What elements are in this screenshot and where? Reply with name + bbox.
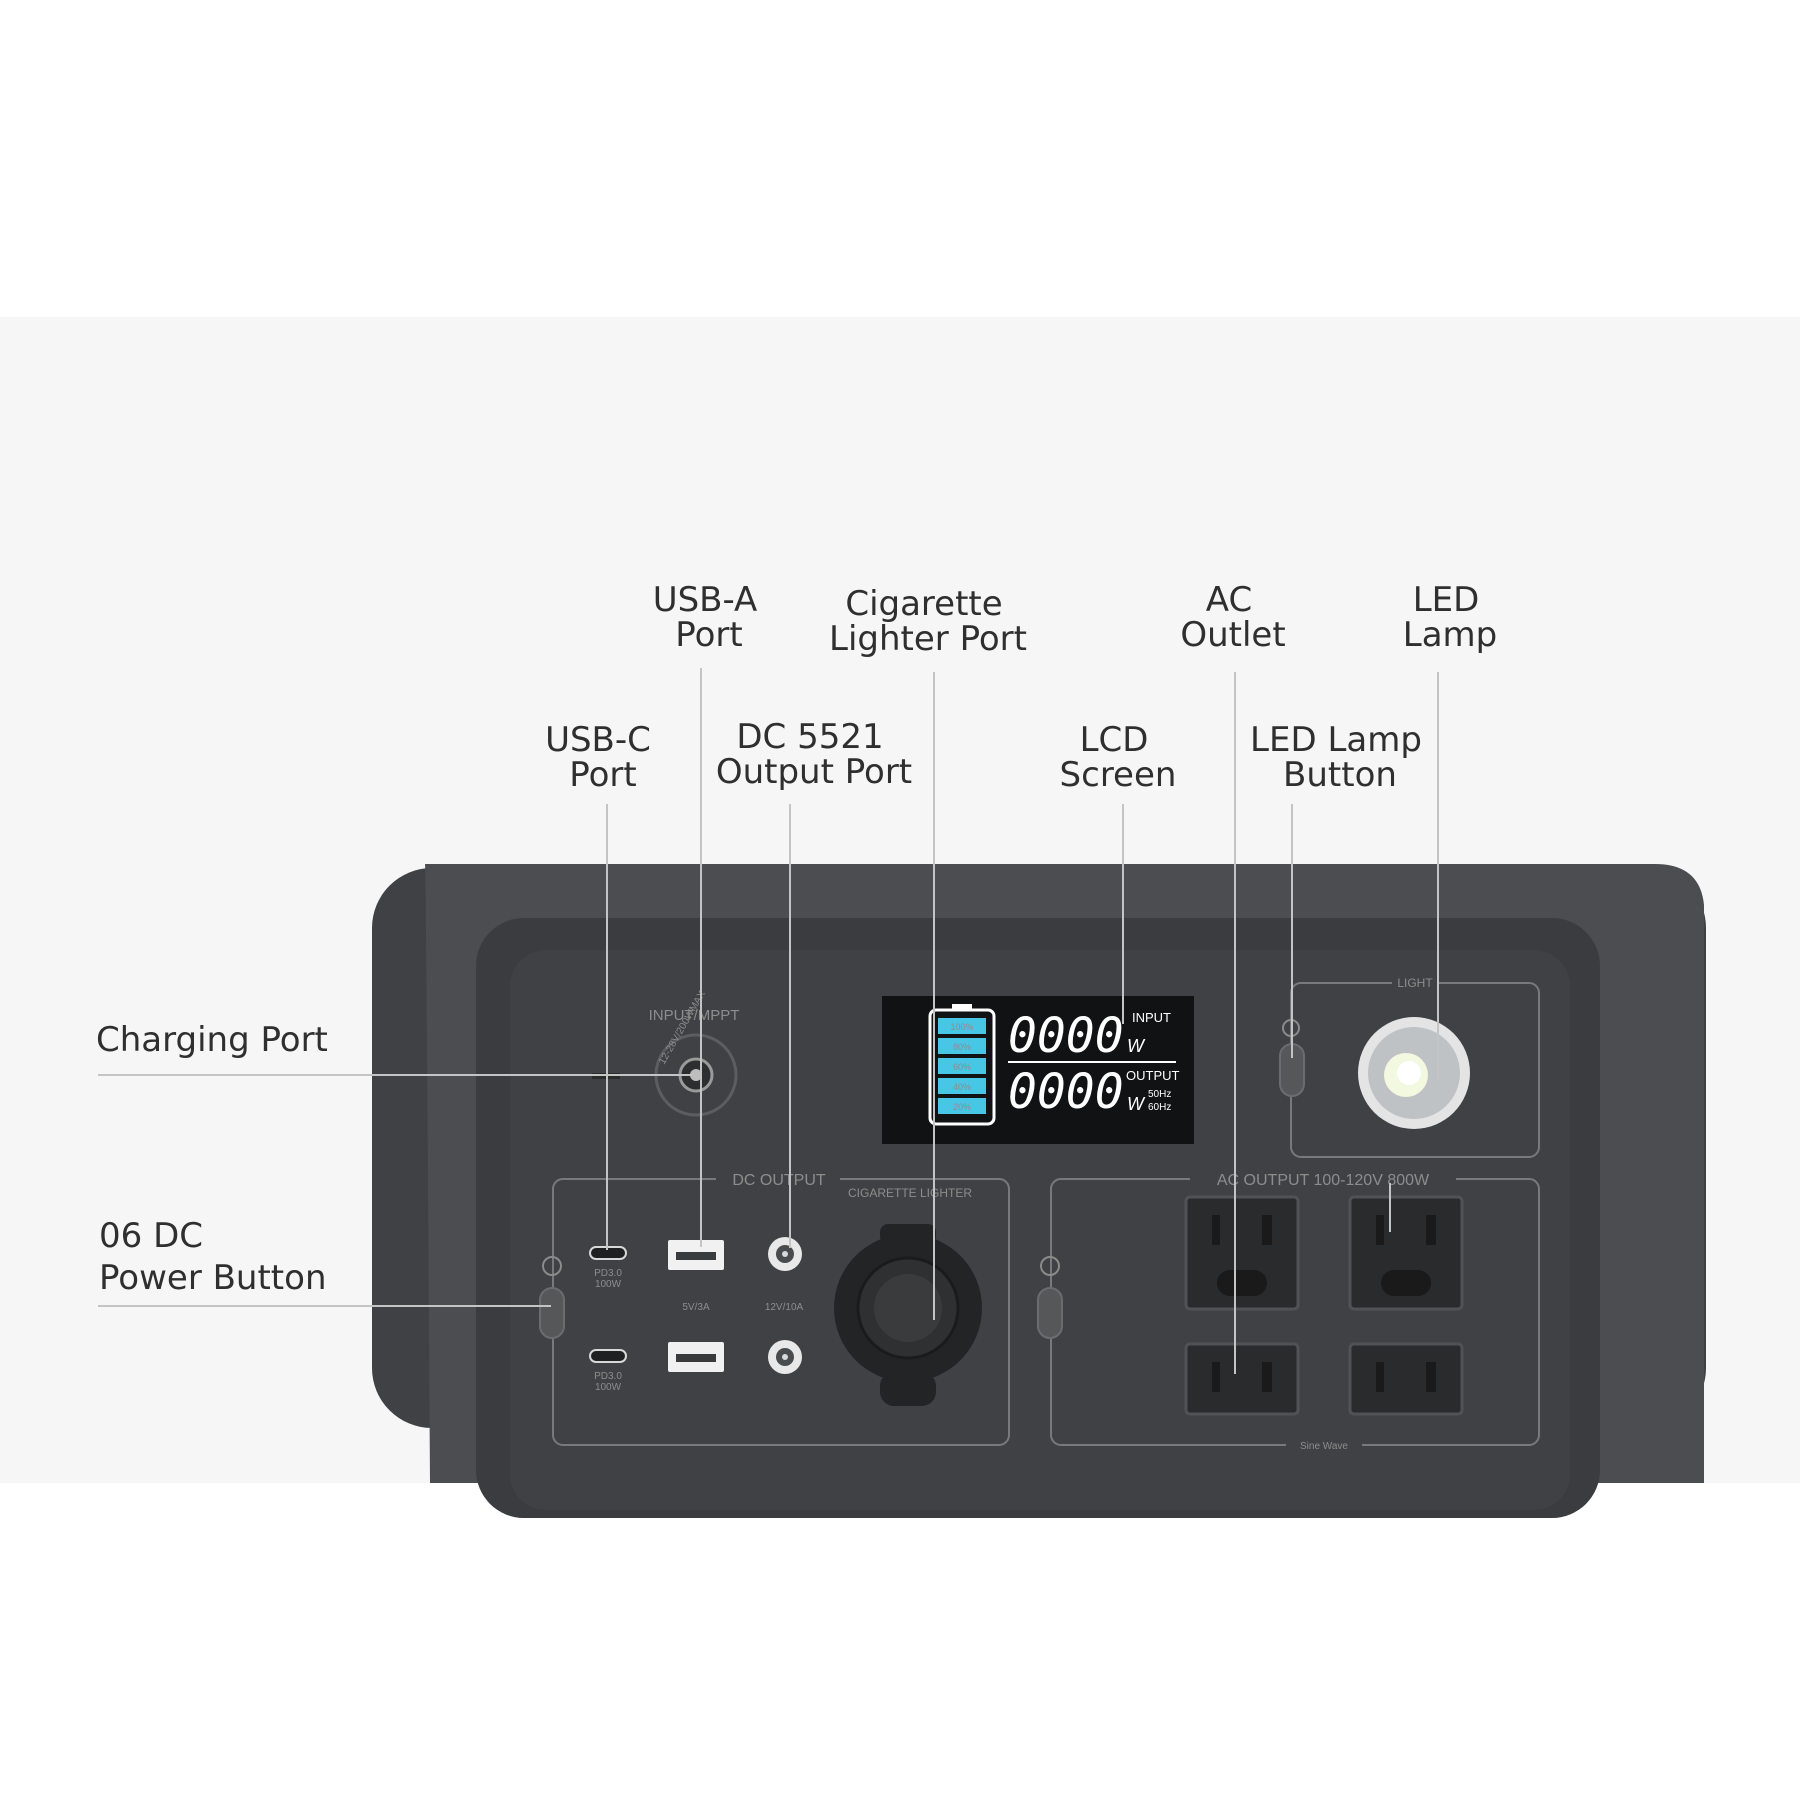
callout-led-button-line1: LED Lamp — [1250, 720, 1422, 760]
ac-outlet[interactable] — [1348, 1342, 1464, 1416]
callout-cigarette-line1: Cigarette — [845, 584, 1002, 624]
lcd-output-unit: W — [1127, 1094, 1146, 1114]
cigarette-lighter-cap-bottom — [880, 1372, 936, 1406]
ac-outlet[interactable] — [1184, 1195, 1300, 1311]
lcd-screen: 100% 80% 60% 40% 20% 0000 W INPUT 0000 W… — [882, 996, 1194, 1144]
dc5521-label: 12V/10A — [765, 1302, 804, 1313]
dc-output-label: DC OUTPUT — [732, 1172, 826, 1189]
callout-usb-a-line2: Port — [675, 615, 742, 655]
callout-dc-power-line1: 06 DC — [99, 1216, 203, 1256]
callout-led-lamp-line1: LED — [1413, 580, 1480, 620]
lcd-output-label: OUTPUT — [1126, 1068, 1180, 1083]
lcd-freq-50: 50Hz — [1148, 1089, 1171, 1100]
battery-level-label: 80% — [953, 1042, 971, 1052]
usbc-2-label-a: PD3.0 — [594, 1371, 622, 1382]
callout-cigarette-line2: Lighter Port — [829, 619, 1027, 659]
callout-lcd-line1: LCD — [1080, 720, 1149, 760]
battery-bar — [938, 1018, 986, 1034]
battery-bar — [938, 1098, 986, 1114]
usb-a-port-2-slot — [676, 1354, 716, 1362]
battery-level-label: 40% — [953, 1082, 971, 1092]
usb-c-port-2[interactable] — [589, 1349, 627, 1363]
ac-outlet-slot — [1212, 1362, 1220, 1392]
ac-outlet-slot — [1376, 1215, 1384, 1245]
battery-level-label: 100% — [950, 1022, 973, 1032]
ac-outlet-ground — [1381, 1270, 1431, 1296]
battery-level-label: 60% — [953, 1062, 971, 1072]
sine-wave-label-bg — [1286, 1435, 1362, 1453]
dc-output-label-bg — [716, 1170, 840, 1188]
callout-usb-a-line1: USB-A — [653, 580, 758, 620]
dc-power-icon — [542, 1256, 562, 1276]
battery-bar — [938, 1078, 986, 1094]
callout-charging-port: Charging Port — [96, 1020, 328, 1060]
ac-outlet-slot — [1376, 1362, 1384, 1392]
sine-wave-label: Sine Wave — [1300, 1441, 1348, 1452]
battery-bars: 100% 80% 60% 40% 20% — [938, 1018, 986, 1114]
usbc-1-label-a: PD3.0 — [594, 1268, 622, 1279]
callout-ac-line1: AC — [1206, 580, 1252, 620]
ac-power-button[interactable] — [1037, 1287, 1063, 1339]
input-mppt-label: INPUT/MPPT — [649, 1007, 740, 1024]
light-label: LIGHT — [1397, 976, 1433, 990]
lcd-freq-60: 60Hz — [1148, 1102, 1171, 1113]
ac-outlet-slot — [1262, 1362, 1272, 1392]
callout-usb-c-line1: USB-C — [545, 720, 651, 760]
callout-dc5521-line2: Output Port — [716, 752, 912, 792]
ac-outlet-face — [1184, 1342, 1300, 1416]
battery-cap — [952, 1004, 972, 1011]
ac-outlet-ground — [1217, 1270, 1267, 1296]
usbc-1-label-b: 100W — [595, 1279, 622, 1290]
light-section: LIGHT — [1279, 975, 1540, 1158]
callout-led-lamp-line2: Lamp — [1403, 615, 1497, 655]
power-station-device — [372, 864, 1706, 1518]
callout-lcd-line2: Screen — [1060, 755, 1177, 795]
ac-outlet[interactable] — [1348, 1195, 1464, 1311]
lcd-input-value: 0000 — [1008, 1008, 1124, 1064]
ac-power-icon — [1040, 1256, 1060, 1276]
lcd-output-value: 0000 — [1008, 1064, 1124, 1120]
battery-bar — [938, 1038, 986, 1054]
lcd-input-unit: W — [1127, 1036, 1146, 1056]
battery-bar — [938, 1058, 986, 1074]
ac-outlet-slot — [1426, 1215, 1436, 1245]
callout-led-button-line2: Button — [1283, 755, 1397, 795]
ac-outlet-slot — [1262, 1215, 1272, 1245]
ac-outlet-slot — [1212, 1215, 1220, 1245]
dc-power-button[interactable] — [539, 1287, 565, 1339]
dc-output-section: DC OUTPUT PD3.0 100W PD3.0 100W 5V/3A 12… — [539, 1170, 1010, 1446]
ac-outlet-slot — [1426, 1362, 1436, 1392]
cigarette-lighter-inner — [874, 1274, 942, 1342]
ac-output-label: AC OUTPUT 100-120V 800W — [1217, 1172, 1430, 1189]
leader-lines — [98, 668, 1439, 1374]
cigarette-label: CIGARETTE LIGHTER — [848, 1186, 972, 1200]
dc5521-port-2-pin — [782, 1354, 788, 1360]
ac-outlet-face — [1348, 1342, 1464, 1416]
charging-port-pin — [690, 1069, 702, 1081]
usbc-2-label-b: 100W — [595, 1382, 622, 1393]
light-label-bg — [1392, 975, 1438, 991]
battery-level-label: 20% — [953, 1102, 971, 1112]
usb-a-port-1-slot — [676, 1252, 716, 1260]
dc5521-port-1-pin — [782, 1251, 788, 1257]
callout-usb-c-line2: Port — [569, 755, 636, 795]
callout-labels: USB-A Port Cigarette Lighter Port AC Out… — [96, 580, 1497, 1298]
cigarette-lighter-cap-top — [880, 1224, 936, 1244]
lcd-input-label: INPUT — [1132, 1010, 1171, 1025]
callout-dc-power-line2: Power Button — [99, 1258, 327, 1298]
usb-a-label: 5V/3A — [682, 1302, 710, 1313]
callout-dc5521-line1: DC 5521 — [736, 717, 883, 757]
led-lamp-bulb — [1397, 1061, 1421, 1085]
ac-outlet[interactable] — [1184, 1342, 1300, 1416]
callout-ac-line2: Outlet — [1180, 615, 1285, 655]
